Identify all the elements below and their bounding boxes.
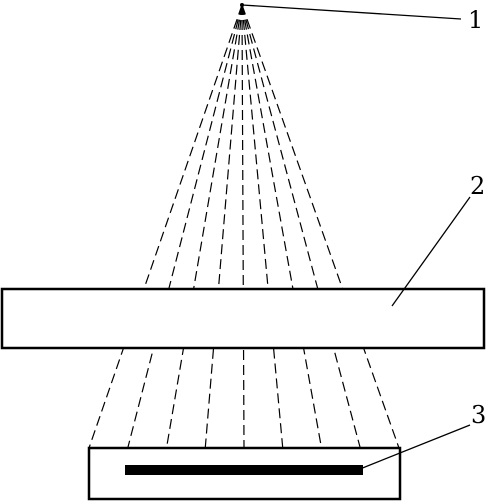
dashed-ray — [241, 4, 400, 449]
plate-leader-line — [391, 196, 471, 307]
label-plate: 2 — [470, 172, 485, 200]
label-target: 3 — [471, 401, 486, 429]
dashed-ray — [241, 4, 284, 449]
dashed-ray — [241, 4, 361, 449]
dashed-ray — [165, 4, 243, 449]
dashed-ray — [204, 4, 243, 449]
plate-rectangle — [0, 287, 486, 350]
dashed-ray — [127, 4, 243, 449]
label-source: 1 — [468, 6, 483, 34]
source-leader-line — [241, 4, 462, 20]
target-bar — [125, 465, 363, 475]
dashed-ray — [241, 4, 323, 449]
dashed-ray — [241, 4, 245, 449]
target-leader-line — [359, 424, 471, 470]
dashed-ray-group — [88, 4, 400, 449]
dashed-ray — [88, 4, 243, 449]
